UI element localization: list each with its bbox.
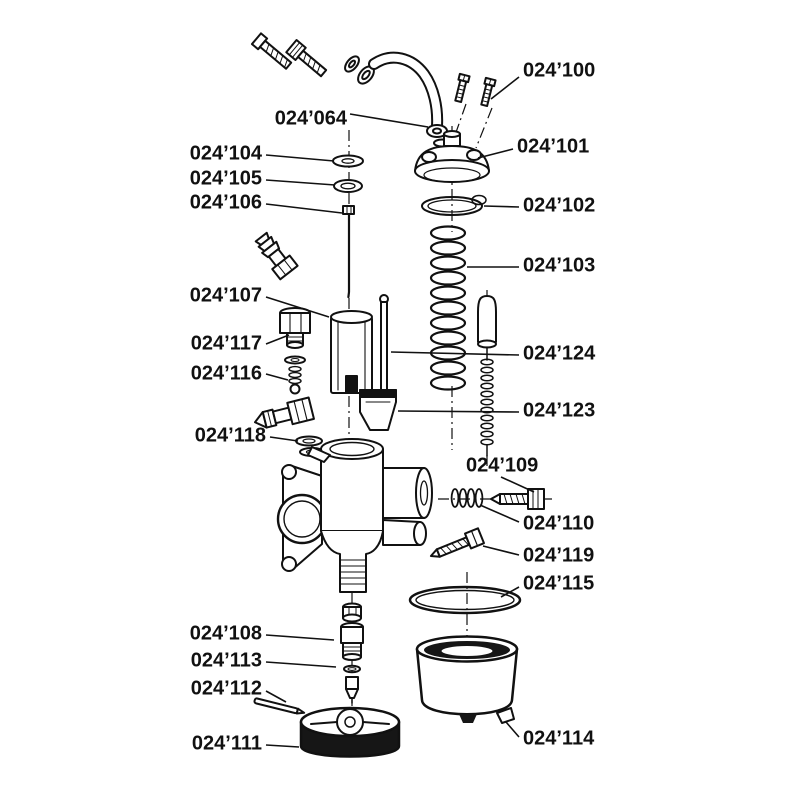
leader-line-024123 <box>397 410 520 413</box>
cap-screw-1 <box>454 72 471 104</box>
leader-line-024112 <box>265 690 287 703</box>
leader-line-024109 <box>500 476 535 493</box>
jet-lock-nut <box>342 602 362 623</box>
leader-line-024115 <box>500 586 520 598</box>
idle-screw <box>490 488 545 510</box>
fuel-elbow-tube <box>368 51 455 157</box>
leader-line-024124 <box>390 351 520 356</box>
leader-line-024118 <box>269 436 299 442</box>
top-bolt-icon <box>285 39 328 78</box>
leader-line-024119 <box>482 545 520 556</box>
hex-fitting <box>279 307 311 349</box>
choke-plunger <box>477 295 497 361</box>
top-washer-icon <box>344 55 360 73</box>
leader-line-024100 <box>490 76 520 100</box>
float-bowl <box>415 635 519 724</box>
mixture-screw <box>429 527 485 558</box>
leader-line-024116 <box>265 373 289 381</box>
leader-line-024111 <box>265 744 300 748</box>
leader-line-024102 <box>483 205 520 208</box>
leader-line-024105 <box>265 179 336 186</box>
hose-nipple <box>254 396 315 429</box>
leader-line-024113 <box>265 661 337 668</box>
leader-line-024117 <box>265 334 290 345</box>
slide-washer-1 <box>332 154 364 168</box>
leader-line-024064 <box>349 113 429 128</box>
slide-washer-2 <box>333 179 363 193</box>
jet-oring <box>343 664 361 674</box>
top-screw-icon <box>250 32 293 70</box>
check-valve-parts <box>284 355 306 395</box>
cap-screw-2 <box>480 76 497 108</box>
leader-line-024104 <box>265 154 335 162</box>
main-jet <box>340 622 364 661</box>
carb-body <box>276 438 433 593</box>
leader-lines <box>265 76 535 748</box>
float <box>299 706 401 758</box>
leader-line-024108 <box>265 634 335 641</box>
main-spring <box>429 225 467 391</box>
leader-line-024107 <box>265 296 330 318</box>
float-pin <box>253 697 306 715</box>
throttle-plate <box>359 389 397 431</box>
leader-line-024110 <box>479 504 520 523</box>
leader-line-024106 <box>265 203 343 214</box>
leader-line-024114 <box>505 721 520 738</box>
bowl-oring <box>408 585 522 615</box>
carb-top-cap <box>414 130 490 183</box>
throttle-slide <box>330 310 373 394</box>
top-gasket <box>421 194 487 216</box>
leader-line-024101 <box>477 148 514 159</box>
needle-jet <box>345 676 359 704</box>
jet-needle <box>342 205 355 299</box>
banjo-fitting <box>254 231 299 281</box>
idle-spring <box>450 488 484 508</box>
choke-spring <box>480 358 494 457</box>
